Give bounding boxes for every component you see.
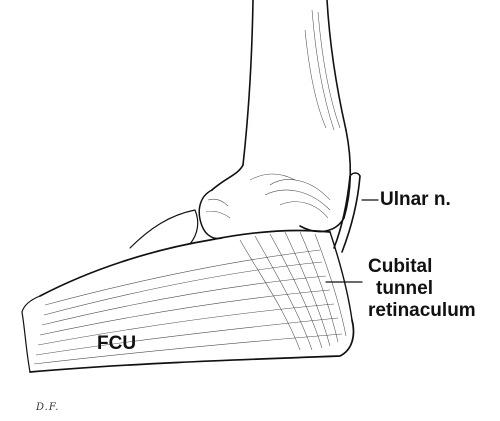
cubital-tunnel-retinaculum-label: Cubital tunnel retinaculum — [368, 256, 476, 322]
ulnar-nerve-label: Ulnar n. — [380, 189, 451, 210]
ulnar-nerve — [333, 172, 379, 253]
label-line-2: tunnel — [376, 278, 433, 299]
label-line-1: Cubital — [368, 256, 433, 277]
medial-epicondyle — [211, 129, 352, 233]
artist-signature: D.F. — [36, 402, 60, 413]
label-line-3: retinaculum — [368, 300, 476, 321]
forearm-fcu — [21, 209, 355, 373]
humerus — [242, 0, 347, 166]
fcu-label: FCU — [97, 333, 137, 354]
olecranon — [198, 189, 231, 240]
